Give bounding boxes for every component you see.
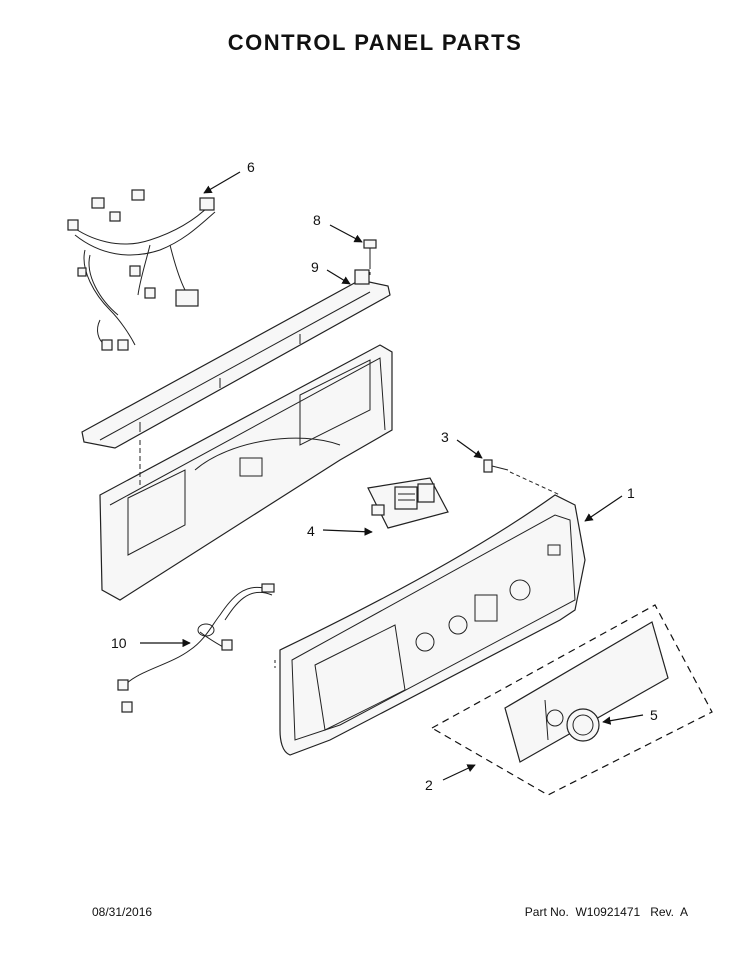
callout-2: 2 <box>425 777 433 793</box>
screw-part-3 <box>483 459 509 473</box>
callout-leaders <box>140 171 644 781</box>
callout-9: 9 <box>311 259 319 275</box>
wire-harness-part-10 <box>117 583 275 713</box>
callout-1: 1 <box>627 485 635 501</box>
user-interface-overlay-part-2 <box>504 621 669 763</box>
console-rear-frame <box>99 344 393 601</box>
footer-date: 08/31/2016 <box>92 905 153 919</box>
callout-10: 10 <box>111 635 127 651</box>
console-panel-part-1 <box>279 494 586 756</box>
control-board-part-4 <box>367 477 449 529</box>
callout-3: 3 <box>441 429 449 445</box>
wire-harness-part-6 <box>67 189 216 351</box>
console-bracket-part-9 <box>81 269 391 449</box>
screw-part-8 <box>363 239 377 266</box>
knob-part-5 <box>566 708 600 742</box>
overlay-kit-outline-part-2 <box>430 604 713 796</box>
callout-5: 5 <box>650 707 658 723</box>
callout-6: 6 <box>247 159 255 175</box>
footer-part-number: Part No. W10921471 Rev. A <box>524 905 688 919</box>
callout-4: 4 <box>307 523 315 539</box>
callout-8: 8 <box>313 212 321 228</box>
page-title: CONTROL PANEL PARTS <box>227 30 523 55</box>
